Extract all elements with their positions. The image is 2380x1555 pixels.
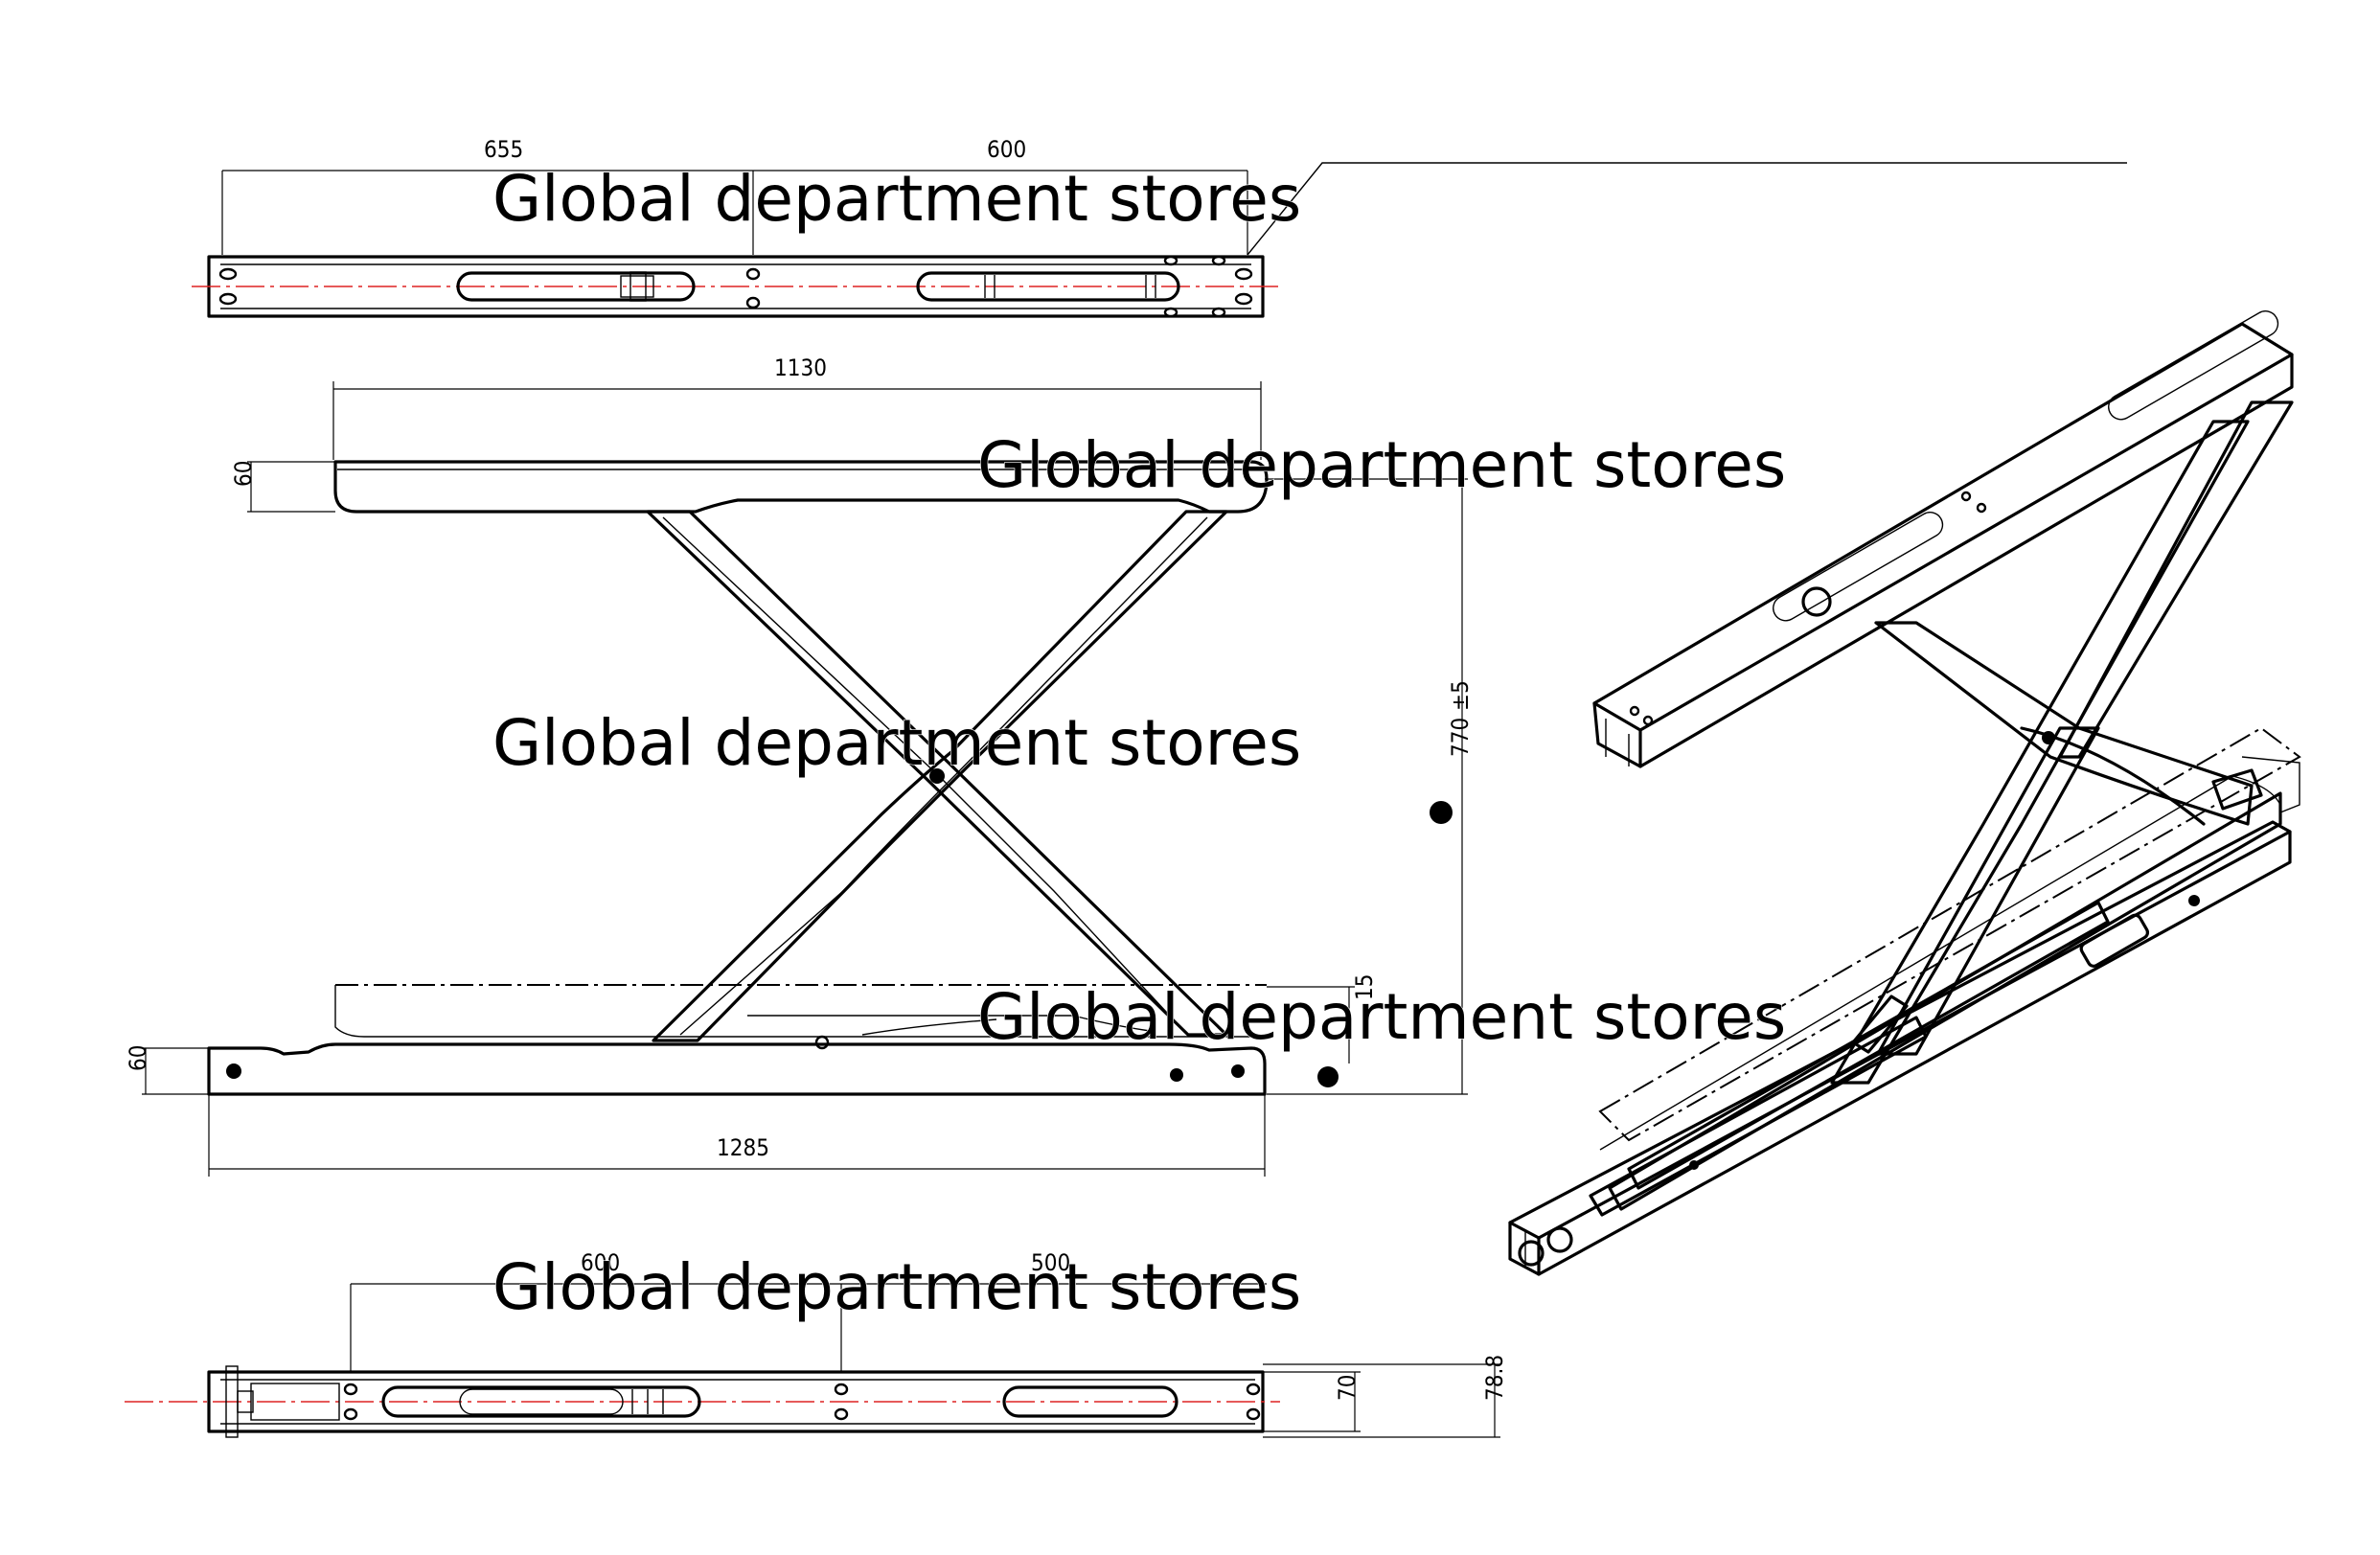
watermark-text-5: Global department stores	[492, 1250, 1301, 1324]
top-view-rail: 655 600	[192, 136, 2127, 318]
dim-top-left-span: 655	[484, 136, 523, 163]
dim-bottom-height-a: 70	[1334, 1375, 1361, 1401]
watermark-text-3: Global department stores	[492, 706, 1301, 780]
watermark-text-1: Global department stores	[492, 162, 1301, 236]
dim-top-right-span: 600	[987, 136, 1026, 163]
watermarks: Global department stores Global departme…	[492, 161, 1786, 1324]
watermark-text-2: Global department stores	[977, 428, 1786, 502]
dim-bottom-right-span: 500	[1031, 1249, 1070, 1276]
dim-upper-height: 60	[230, 461, 257, 487]
isometric-view	[1508, 310, 2301, 1276]
dim-bottom-height-b: 78.8	[1481, 1355, 1508, 1401]
front-view-frame: 1130 60 60 1285 15	[125, 354, 1474, 1177]
dim-bottom-left-span: 600	[581, 1249, 620, 1276]
bottom-view-rail: 600 500 70 78.8	[125, 1249, 1508, 1438]
dim-upper-width: 1130	[774, 354, 827, 381]
dim-side-offset: 15	[1351, 974, 1378, 1000]
watermark-text-4: Global department stores	[977, 980, 1786, 1054]
dim-total-height: 770 ±5	[1447, 680, 1474, 757]
dim-lower-height: 60	[125, 1045, 151, 1071]
dim-base-width: 1285	[717, 1134, 769, 1161]
